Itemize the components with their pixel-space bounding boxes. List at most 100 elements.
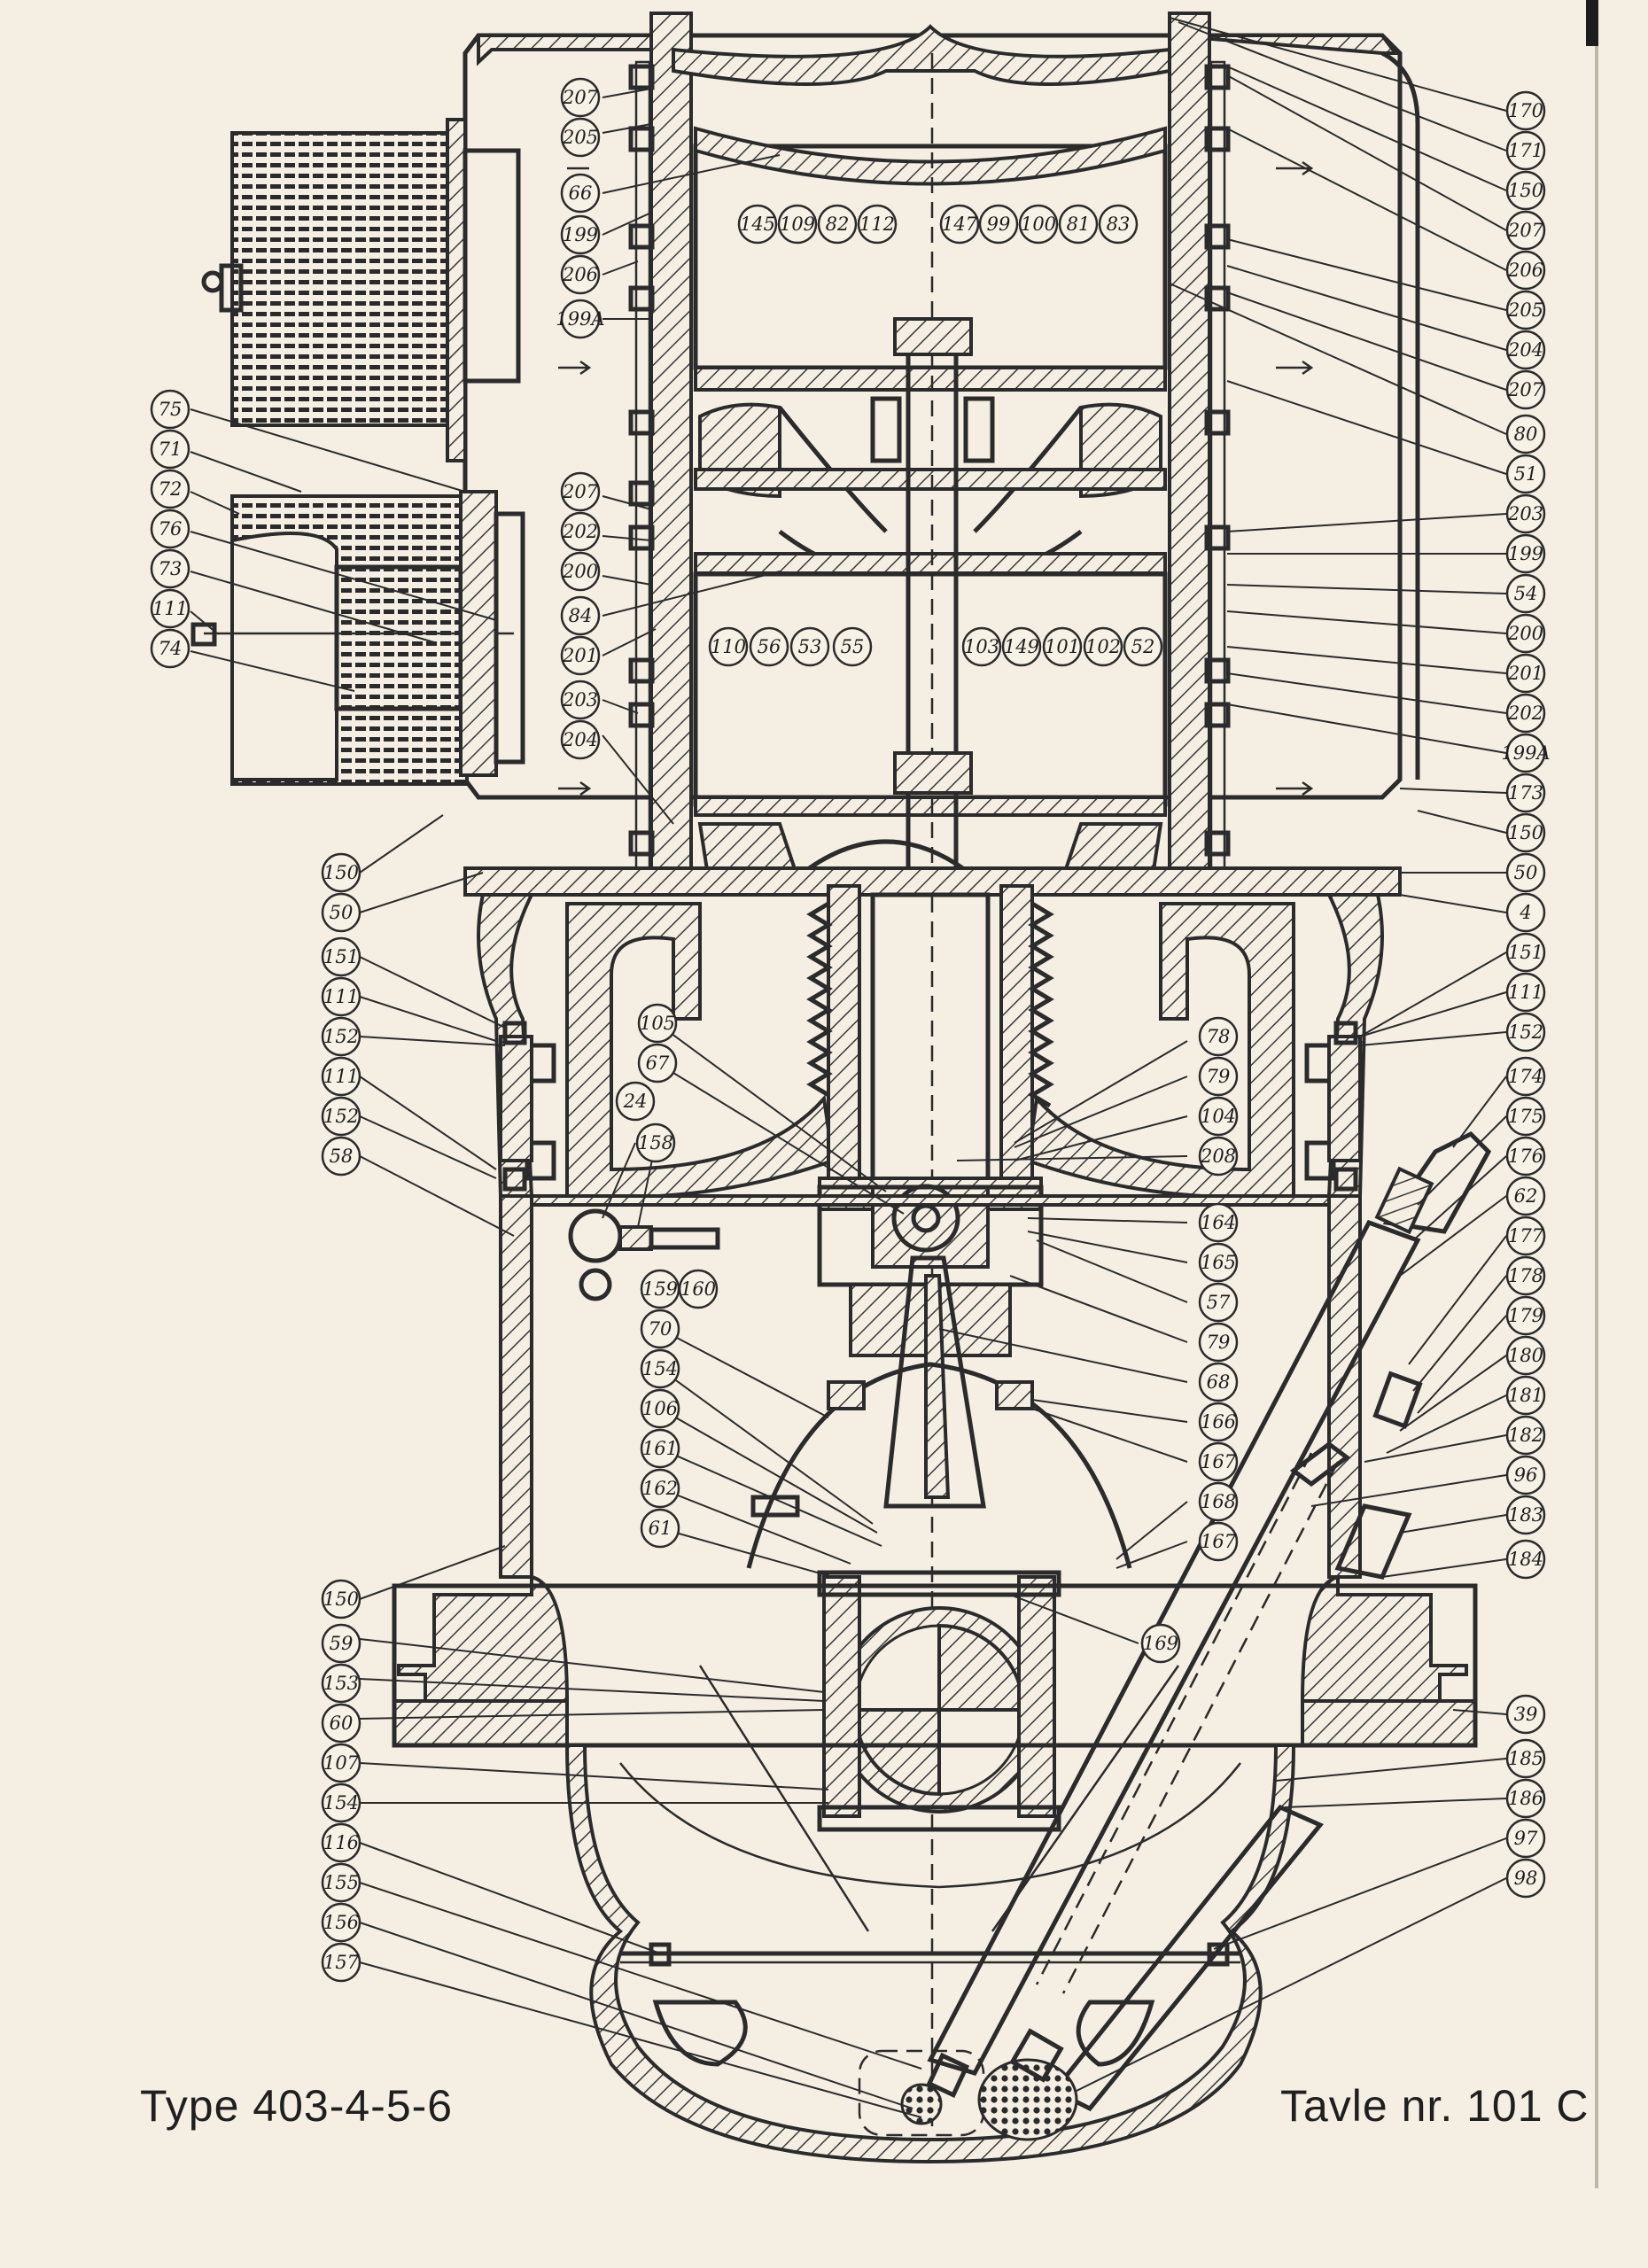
callout-number: 160 bbox=[680, 1278, 716, 1300]
part-callout: 164 bbox=[1198, 1202, 1239, 1243]
part-callout: 75 bbox=[150, 389, 190, 430]
callout-circle bbox=[321, 1096, 361, 1137]
part-callout: 150 bbox=[1505, 812, 1546, 853]
part-callout: 102 bbox=[1083, 626, 1123, 667]
part-callout: 154 bbox=[640, 1348, 680, 1389]
callout-number: 99 bbox=[987, 214, 1011, 235]
callout-number: 104 bbox=[1201, 1106, 1236, 1127]
callout-number: 110 bbox=[711, 636, 746, 657]
callout-number: 155 bbox=[323, 1872, 359, 1893]
part-callout: 79 bbox=[1198, 1056, 1239, 1097]
callout-number: 154 bbox=[642, 1358, 678, 1379]
connecting-rod bbox=[883, 1255, 986, 1509]
part-callout: 166 bbox=[1198, 1402, 1239, 1442]
callout-number: 111 bbox=[323, 1066, 359, 1087]
part-callout: 169 bbox=[1140, 1623, 1181, 1664]
part-callout: 208 bbox=[1198, 1136, 1239, 1177]
part-callout: 199A bbox=[556, 299, 605, 339]
lower-piston-chamber bbox=[693, 552, 1168, 884]
callout-circle bbox=[637, 1003, 678, 1044]
callout-number: 111 bbox=[323, 986, 359, 1007]
callout-number: 169 bbox=[1143, 1633, 1178, 1654]
callout-circle bbox=[321, 936, 361, 977]
part-callout: 147 bbox=[939, 204, 980, 245]
part-callout: 79 bbox=[1198, 1322, 1239, 1363]
part-callout: 39 bbox=[1505, 1694, 1546, 1735]
callout-number: 201 bbox=[562, 645, 598, 666]
callout-number: 199 bbox=[563, 224, 598, 245]
callout-circle bbox=[560, 77, 601, 118]
callout-circle bbox=[321, 1703, 361, 1744]
suction-tubes bbox=[927, 1130, 1492, 2112]
callout-circle bbox=[150, 628, 190, 669]
callout-number: 204 bbox=[1507, 339, 1543, 361]
callout-circle bbox=[1198, 1402, 1239, 1442]
part-callout: 175 bbox=[1505, 1096, 1546, 1137]
part-callout: 177 bbox=[1505, 1216, 1546, 1256]
part-callout: 199 bbox=[560, 214, 601, 255]
part-callout: 80 bbox=[1505, 414, 1546, 454]
part-callout: 202 bbox=[1505, 693, 1546, 734]
callout-circle bbox=[1505, 454, 1546, 494]
callout-circle bbox=[560, 511, 601, 552]
callout-number: 150 bbox=[1508, 822, 1543, 843]
callout-number: 167 bbox=[1201, 1451, 1237, 1472]
callout-circle bbox=[678, 1269, 719, 1309]
part-callout: 152 bbox=[321, 1096, 361, 1137]
callout-circle bbox=[1198, 1016, 1239, 1057]
part-callout: 173 bbox=[1505, 773, 1546, 813]
callout-circle bbox=[1505, 1415, 1546, 1456]
callout-number: 109 bbox=[780, 214, 815, 235]
part-callout: 101 bbox=[1042, 626, 1083, 667]
callout-number: 59 bbox=[330, 1633, 354, 1654]
part-callout: 171 bbox=[1505, 130, 1546, 171]
callout-circle bbox=[1505, 812, 1546, 853]
callout-circle bbox=[1505, 1495, 1546, 1535]
callout-number: 68 bbox=[1207, 1371, 1231, 1393]
part-callout: 157 bbox=[321, 1942, 361, 1983]
callout-circle bbox=[1505, 1455, 1546, 1495]
callout-circle bbox=[1505, 414, 1546, 454]
callout-circle bbox=[640, 1348, 680, 1389]
part-callout: 111 bbox=[150, 588, 190, 629]
part-callout: 176 bbox=[1505, 1136, 1546, 1177]
strainer-icon bbox=[977, 2028, 1078, 2141]
callout-number: 111 bbox=[152, 598, 188, 619]
callout-circle bbox=[321, 1783, 361, 1823]
callout-circle bbox=[321, 1056, 361, 1097]
callout-number: 181 bbox=[1508, 1385, 1543, 1406]
callout-circle bbox=[1123, 626, 1163, 667]
part-callout: 76 bbox=[150, 509, 190, 549]
callout-number: 167 bbox=[1201, 1531, 1237, 1552]
callout-number: 152 bbox=[1508, 1021, 1543, 1043]
callout-circle bbox=[1505, 1858, 1546, 1899]
callout-number: 105 bbox=[640, 1013, 675, 1034]
callout-circle bbox=[1198, 1282, 1239, 1323]
part-callout: 109 bbox=[777, 204, 818, 245]
callout-circle bbox=[321, 1623, 361, 1664]
callout-circle bbox=[560, 254, 601, 295]
callout-number: 145 bbox=[740, 214, 775, 235]
callout-number: 199A bbox=[1501, 742, 1550, 764]
part-callout: 156 bbox=[321, 1902, 361, 1943]
callout-circle bbox=[1001, 626, 1042, 667]
callout-circle bbox=[640, 1388, 680, 1429]
part-callout: 207 bbox=[560, 77, 601, 118]
callout-number: 170 bbox=[1508, 100, 1543, 121]
callout-number: 168 bbox=[1201, 1491, 1236, 1512]
callout-circle bbox=[560, 680, 601, 720]
callout-number: 96 bbox=[1514, 1464, 1538, 1486]
callout-circle bbox=[1505, 1335, 1546, 1376]
callout-circle bbox=[961, 626, 1002, 667]
part-callout: 168 bbox=[1198, 1481, 1239, 1522]
callout-number: 185 bbox=[1508, 1748, 1543, 1769]
part-callout: 54 bbox=[1505, 573, 1546, 614]
callout-number: 159 bbox=[642, 1278, 678, 1300]
callout-number: 70 bbox=[649, 1318, 672, 1340]
callout-number: 184 bbox=[1508, 1549, 1543, 1570]
callout-circle bbox=[1505, 90, 1546, 131]
part-callout: 24 bbox=[615, 1081, 656, 1122]
callout-circle bbox=[1505, 1818, 1546, 1859]
part-callout: 154 bbox=[321, 1783, 361, 1823]
callout-number: 50 bbox=[330, 902, 354, 923]
